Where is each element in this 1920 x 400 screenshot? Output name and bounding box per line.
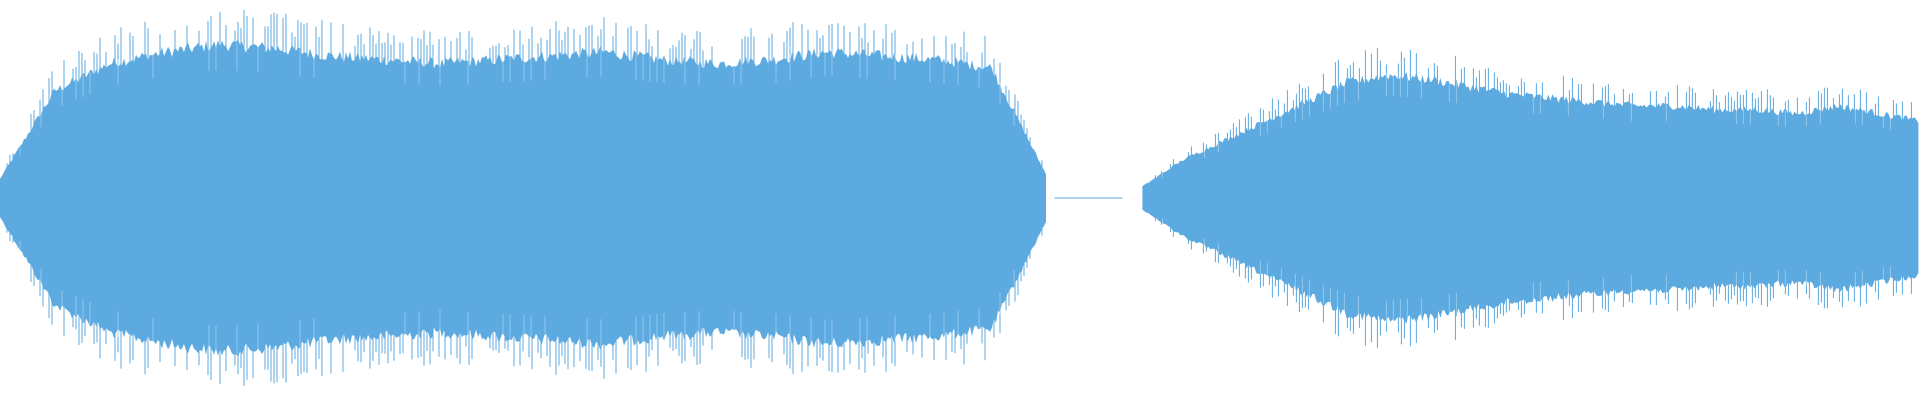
segment-2-highlights — [1161, 72, 1891, 324]
segment-1-highlights — [19, 41, 1015, 355]
segment-2-body — [1142, 72, 1919, 324]
segment-2-transients — [1154, 48, 1912, 348]
waveform-bars — [0, 10, 1919, 386]
segment-1-transients — [6, 10, 1043, 386]
